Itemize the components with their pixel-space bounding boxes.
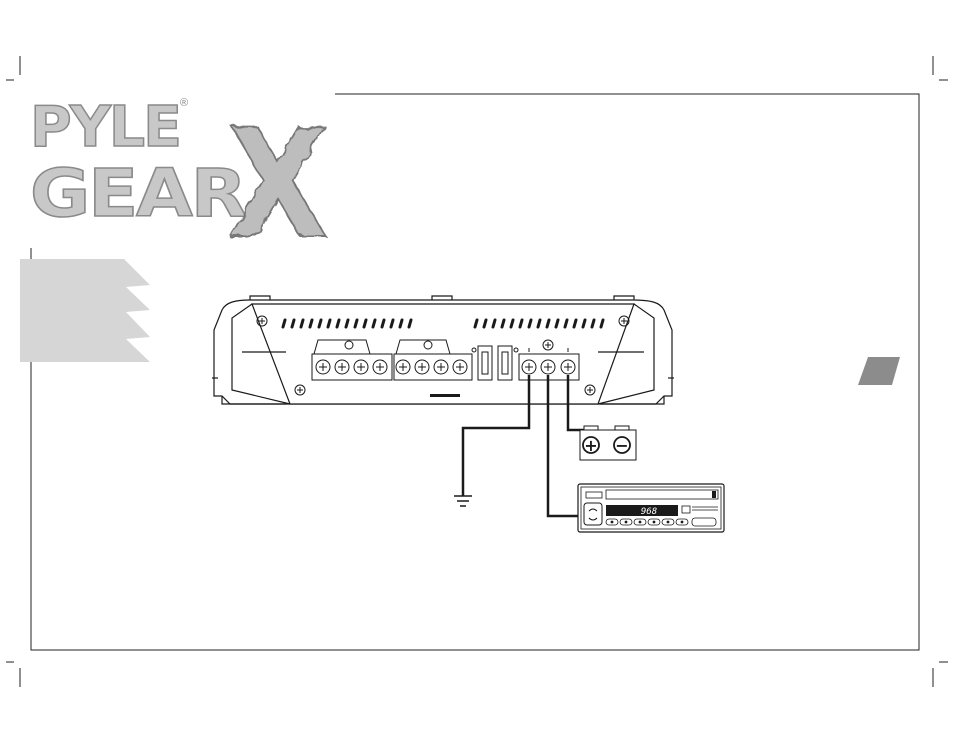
car-stereo-icon: 968: [578, 484, 724, 532]
logo-registered-mark: ®: [180, 97, 188, 109]
logo-line1: PYLE: [30, 95, 180, 160]
sidebar-tab: [20, 259, 150, 362]
ground-symbol-icon: [454, 496, 472, 506]
amplifier: [212, 296, 674, 404]
battery-icon: + −: [580, 426, 636, 460]
logo-x: X: [228, 98, 328, 272]
page-tab: [858, 357, 900, 385]
vents-right: [475, 320, 603, 327]
logo-line2: GEAR: [30, 155, 246, 232]
stereo-display-readout: 968: [641, 507, 657, 517]
battery-negative-symbol: −: [615, 436, 628, 455]
vents-left: [283, 320, 411, 327]
brand-logo: PYLE ® GEAR X: [30, 95, 328, 272]
battery-positive-symbol: +: [584, 436, 597, 455]
